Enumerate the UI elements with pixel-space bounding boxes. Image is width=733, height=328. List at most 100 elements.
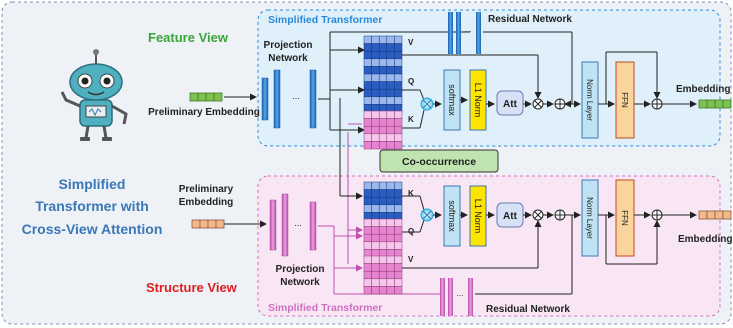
matrix-cell <box>378 81 388 90</box>
matrix-cell <box>363 81 372 90</box>
matrix-cell <box>378 133 388 142</box>
matrix-cell <box>378 110 388 119</box>
bottom-q-matrix <box>363 218 403 258</box>
bottom-norm-layer-block <box>581 179 599 257</box>
matrix-cell <box>371 118 380 127</box>
matrix-cell <box>394 66 403 75</box>
matrix-cell <box>386 43 395 52</box>
matrix-cell <box>378 241 388 250</box>
matrix-cell <box>386 110 395 119</box>
matrix-cell <box>371 110 380 119</box>
matrix-cell <box>378 278 388 287</box>
top-l1-norm-block <box>469 69 487 131</box>
bottom-k-label: K <box>408 189 414 198</box>
matrix-cell <box>394 196 403 206</box>
matrix-cell <box>363 204 372 213</box>
matrix-cell <box>371 255 380 264</box>
matrix-cell <box>371 226 380 235</box>
matrix-cell <box>394 241 403 250</box>
matrix-cell <box>386 35 395 44</box>
matrix-cell <box>386 66 395 75</box>
matrix-cell <box>394 270 403 280</box>
matrix-cell <box>378 181 388 190</box>
matrix-cell <box>394 88 403 98</box>
bottom-ffn-label: FFN <box>620 210 629 226</box>
top-preliminary-embedding-label: Preliminary Embedding <box>148 107 260 118</box>
matrix-cell <box>363 66 372 75</box>
matrix-cell <box>394 133 403 142</box>
matrix-cell <box>394 141 403 150</box>
matrix-cell <box>371 43 380 52</box>
matrix-cell <box>394 189 403 198</box>
matrix-cell <box>386 255 395 264</box>
matrix-cell <box>394 58 403 67</box>
matrix-cell <box>363 263 372 272</box>
matrix-cell <box>363 125 372 135</box>
top-ffn-block <box>615 61 635 139</box>
co-occurrence-box <box>379 149 499 173</box>
matrix-cell <box>371 233 380 243</box>
matrix-cell <box>378 263 388 272</box>
bottom-output-embedding <box>698 210 732 220</box>
bottom-att-label: Att <box>503 211 518 222</box>
matrix-cell <box>371 58 380 67</box>
matrix-cell <box>363 118 372 127</box>
top-softmax-label: softmax <box>447 84 457 116</box>
matrix-cell <box>363 133 372 142</box>
matrix-cell <box>371 73 380 82</box>
top-q-matrix <box>363 73 403 113</box>
bottom-norm-layer-label: Norm Layer <box>585 197 594 239</box>
matrix-cell <box>394 286 403 295</box>
matrix-cell <box>371 125 380 135</box>
bottom-projection-label-1: Projection <box>276 264 325 275</box>
bottom-projection-dots: ... <box>294 218 302 228</box>
top-transformer-title: Simplified Transformer <box>268 14 382 26</box>
matrix-cell <box>363 110 372 119</box>
matrix-cell <box>394 263 403 272</box>
top-projection-dots: ... <box>292 91 300 101</box>
matrix-cell <box>378 286 388 295</box>
matrix-cell <box>386 141 395 150</box>
matrix-cell <box>371 263 380 272</box>
matrix-cell <box>378 270 388 280</box>
matrix-cell <box>386 58 395 67</box>
matrix-cell <box>394 73 403 82</box>
top-output-embedding-label: Embedding <box>676 84 730 95</box>
robot-icon <box>60 49 128 141</box>
top-v-label: V <box>408 38 414 47</box>
bottom-transformer-title: Simplified Transformer <box>268 302 382 314</box>
matrix-cell <box>363 141 372 150</box>
matrix-cell <box>371 96 380 105</box>
bottom-v-label: V <box>408 255 414 264</box>
bottom-l1-norm-block <box>469 185 487 247</box>
matrix-cell <box>378 226 388 235</box>
bottom-projection-label-2: Network <box>280 277 320 288</box>
matrix-cell <box>371 218 380 227</box>
matrix-cell <box>394 96 403 105</box>
matrix-cell <box>386 263 395 272</box>
matrix-cell <box>371 88 380 98</box>
matrix-cell <box>378 58 388 67</box>
matrix-cell <box>386 133 395 142</box>
matrix-cell <box>363 88 372 98</box>
top-output-embedding <box>698 99 732 109</box>
matrix-cell <box>394 278 403 287</box>
top-k-label: K <box>408 115 414 124</box>
matrix-cell <box>363 226 372 235</box>
matrix-cell <box>371 141 380 150</box>
matrix-cell <box>386 233 395 243</box>
matrix-cell <box>371 189 380 198</box>
co-occurrence-label: Co-occurrence <box>402 156 476 168</box>
top-v-matrix <box>363 35 403 75</box>
matrix-cell <box>378 125 388 135</box>
matrix-cell <box>371 270 380 280</box>
top-q-label: Q <box>408 77 414 86</box>
matrix-cell <box>371 81 380 90</box>
matrix-cell <box>363 58 372 67</box>
matrix-cell <box>378 218 388 227</box>
title-line-3: Cross-View Attention <box>22 221 163 237</box>
matrix-cell <box>371 133 380 142</box>
top-att-block <box>496 90 524 116</box>
matrix-cell <box>394 118 403 127</box>
top-norm-layer-block <box>581 61 599 139</box>
